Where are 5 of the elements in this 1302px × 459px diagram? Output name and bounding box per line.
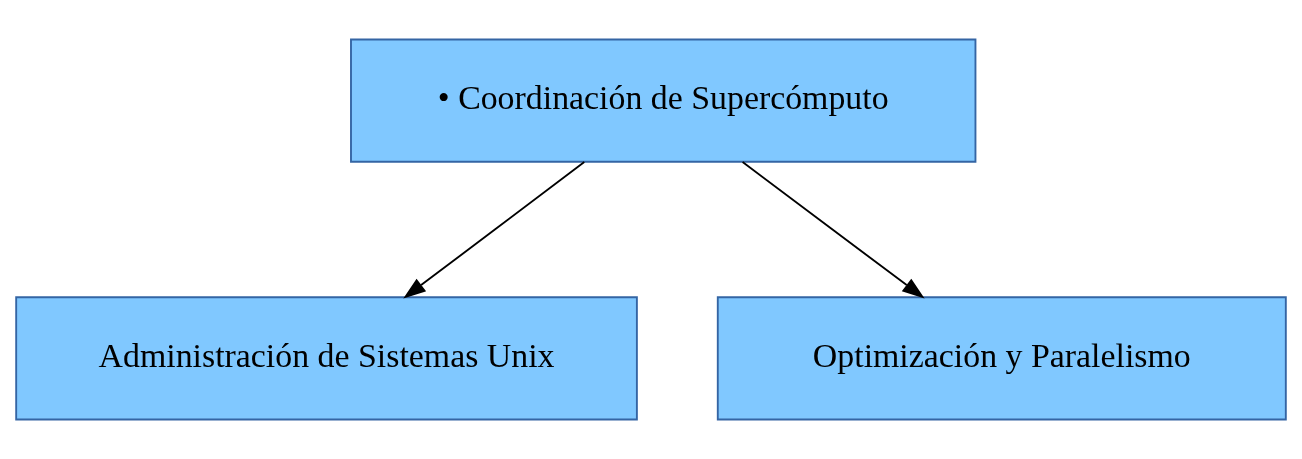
node-box: Optimización y Paralelismo xyxy=(716,296,1287,421)
arrow xyxy=(403,161,586,299)
arrow xyxy=(741,161,925,299)
node-box: Administración de Sistemas Unix xyxy=(15,296,638,421)
node-box: • Coordinación de Supercómputo xyxy=(350,38,977,163)
